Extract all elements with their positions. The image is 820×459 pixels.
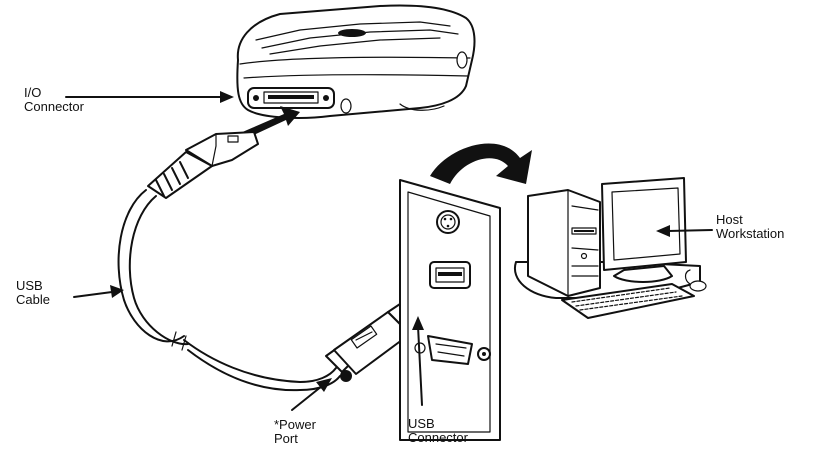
usb-trident-icon bbox=[355, 331, 373, 341]
usb-cable-label-line2: Cable bbox=[16, 292, 50, 307]
power-port-label-line2: Port bbox=[274, 431, 298, 446]
handheld-device bbox=[236, 4, 476, 119]
host-back-panel bbox=[399, 179, 501, 441]
usb-cable bbox=[117, 189, 341, 392]
mouse-icon bbox=[689, 280, 707, 292]
usb-connector-label: USB Connector bbox=[408, 417, 468, 445]
callout-host-workstation bbox=[656, 225, 713, 237]
io-connector-label-line2: Connector bbox=[24, 99, 84, 114]
usb-cable-label-line1: USB bbox=[16, 278, 43, 293]
usb-connector-label-line1: USB bbox=[408, 416, 435, 431]
io-connector-port bbox=[247, 87, 335, 109]
host-workstation-label-line2: Workstation bbox=[716, 226, 785, 241]
callout-usb-cable bbox=[73, 285, 124, 298]
serial-port-icon bbox=[414, 335, 491, 365]
power-port-label: *Power Port bbox=[274, 418, 316, 446]
keyboard-keys-icon bbox=[571, 287, 683, 311]
callout-power-port bbox=[291, 378, 332, 411]
io-connector-label: I/O Connector bbox=[24, 86, 84, 114]
usb-port bbox=[429, 261, 471, 289]
ps2-port-icon bbox=[436, 210, 460, 234]
usb-cable-label: USB Cable bbox=[16, 279, 50, 307]
curved-arrow-icon bbox=[430, 143, 532, 184]
host-workstation bbox=[513, 177, 707, 319]
side-button-icon bbox=[456, 51, 468, 69]
keypad-icon bbox=[255, 21, 459, 55]
io-connector-label-line1: I/O bbox=[24, 85, 42, 100]
device-end-plug bbox=[147, 131, 259, 199]
host-workstation-label: Host Workstation bbox=[716, 213, 784, 241]
power-port-label-line1: *Power bbox=[274, 417, 316, 432]
callout-io-connector bbox=[65, 91, 234, 103]
usb-connector-label-line2: Connector bbox=[408, 430, 468, 445]
host-workstation-label-line1: Host bbox=[716, 212, 743, 227]
callout-usb-connector bbox=[412, 316, 424, 406]
